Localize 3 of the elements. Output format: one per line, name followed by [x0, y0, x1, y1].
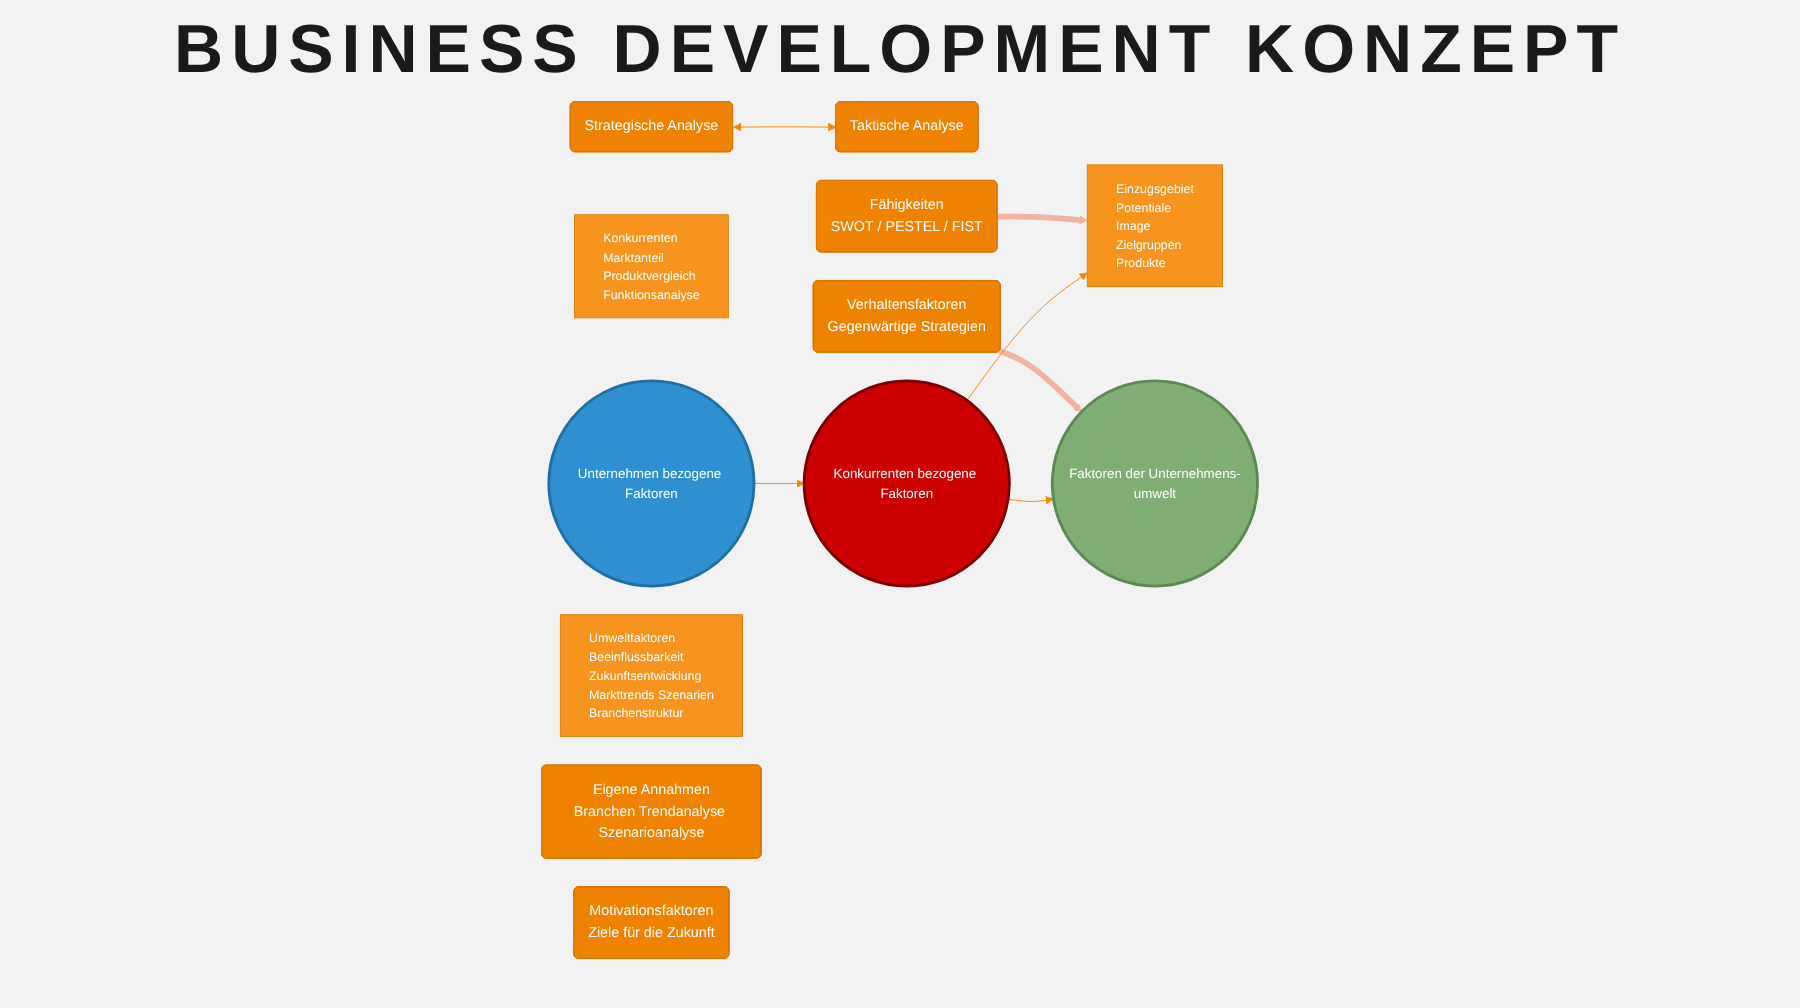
arrow [999, 348, 1083, 413]
arrow [997, 213, 1089, 225]
diagram-title: BUSINESS DEVELOPMENT KONZEPT [172, 12, 1628, 90]
